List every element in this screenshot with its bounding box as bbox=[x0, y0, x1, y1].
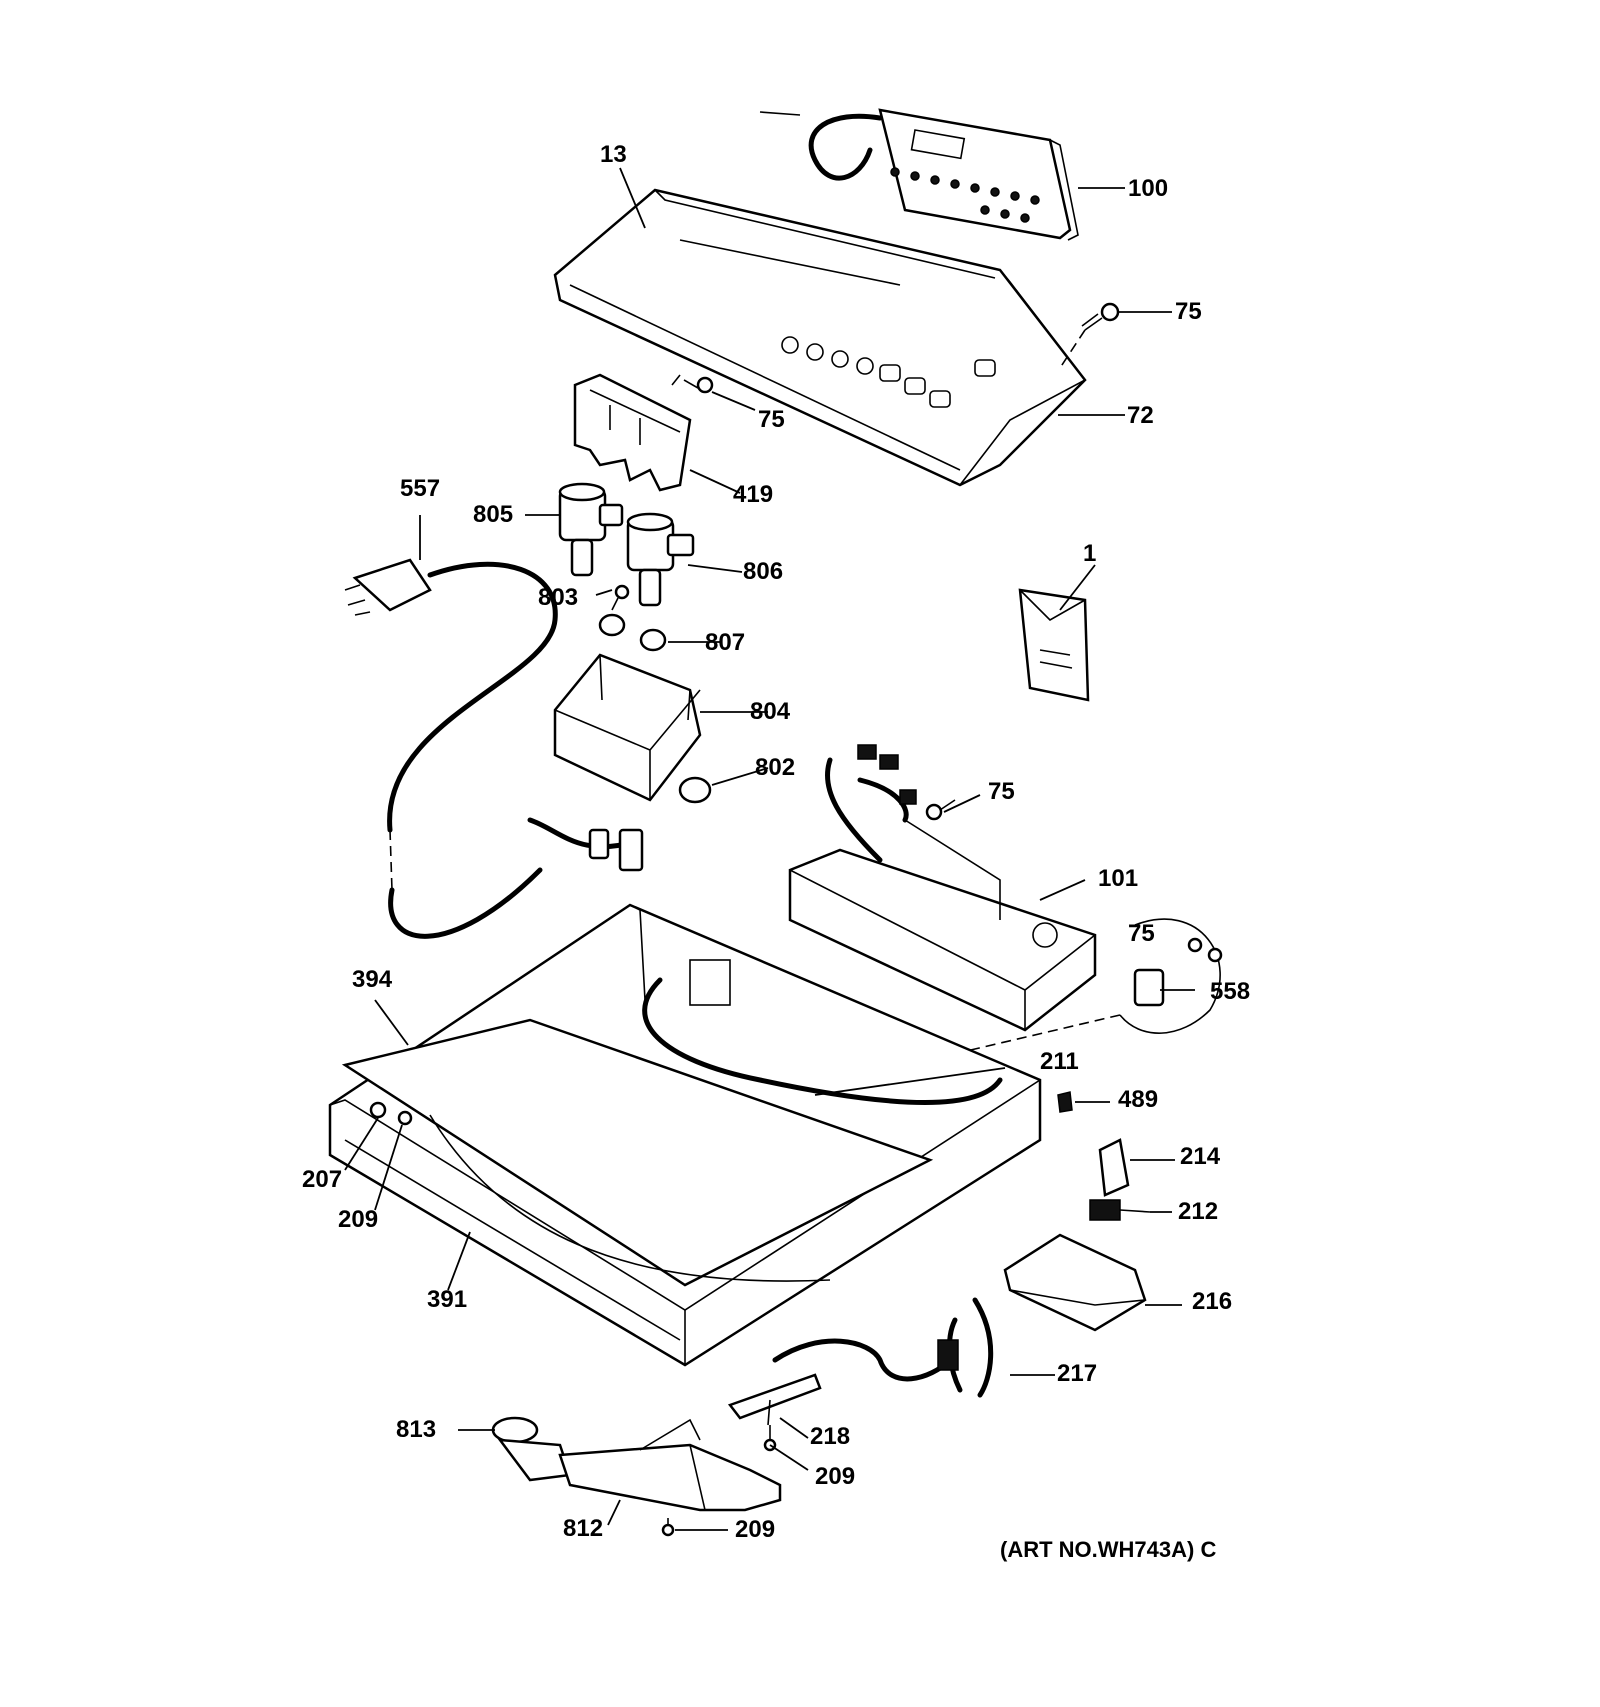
callout-100: 100 bbox=[1128, 175, 1169, 202]
hose-part-812 bbox=[558, 1418, 782, 1512]
callout-216: 216 bbox=[1192, 1288, 1233, 1315]
art-number: (ART NO.WH743A) C bbox=[1000, 1537, 1217, 1562]
sensor-part-218 bbox=[727, 1373, 822, 1426]
screw-part-803 bbox=[611, 584, 630, 611]
callout-75-a: 75 bbox=[758, 406, 785, 433]
callout-75-b: 75 bbox=[988, 778, 1015, 805]
callout-217: 217 bbox=[1057, 1360, 1098, 1387]
literature-part-1 bbox=[1018, 588, 1090, 702]
screw-part-209-a bbox=[369, 1101, 413, 1126]
callout-209-c: 209 bbox=[735, 1516, 776, 1543]
harness-part-217 bbox=[772, 1297, 994, 1398]
bracket-part-214 bbox=[1098, 1138, 1130, 1197]
callout-805: 805 bbox=[473, 501, 514, 528]
leader-lines bbox=[344, 167, 1195, 1531]
dispenser-part-804 bbox=[553, 653, 702, 802]
water-valve-part-805 bbox=[558, 482, 624, 577]
lid-part-394 bbox=[341, 1018, 934, 1287]
switch-part-212 bbox=[1089, 1199, 1151, 1221]
hose-part-813 bbox=[491, 1416, 572, 1482]
wire-harness-left bbox=[527, 817, 644, 872]
screw-part-75-b bbox=[925, 799, 956, 821]
callout-558: 558 bbox=[1210, 978, 1251, 1005]
power-cord-part-557 bbox=[344, 558, 558, 939]
callout-1: 1 bbox=[1083, 540, 1097, 567]
callout-13: 13 bbox=[600, 141, 627, 168]
callout-209-b: 209 bbox=[815, 1463, 856, 1490]
control-board-part-100 bbox=[759, 108, 1079, 241]
callout-813: 813 bbox=[396, 1416, 437, 1443]
callout-218: 218 bbox=[810, 1423, 851, 1450]
callout-101: 101 bbox=[1098, 865, 1139, 892]
callout-72: 72 bbox=[1127, 402, 1154, 429]
callout-803: 803 bbox=[538, 584, 579, 611]
callout-802: 802 bbox=[755, 754, 796, 781]
callout-807: 807 bbox=[705, 629, 746, 656]
fitting-part-807 bbox=[598, 613, 667, 652]
screw-part-209-c bbox=[661, 1518, 675, 1537]
callout-214: 214 bbox=[1180, 1143, 1221, 1170]
callout-557: 557 bbox=[400, 475, 441, 502]
switch-part-489 bbox=[1057, 1091, 1073, 1113]
callout-75-top: 75 bbox=[1175, 298, 1202, 325]
callout-211: 211 bbox=[1040, 1048, 1079, 1075]
callout-207: 207 bbox=[302, 1166, 343, 1193]
callout-75-c: 75 bbox=[1128, 920, 1155, 947]
cover-part-216 bbox=[1003, 1233, 1147, 1332]
callout-812: 812 bbox=[563, 1515, 604, 1542]
callout-419: 419 bbox=[733, 481, 774, 508]
callout-806: 806 bbox=[743, 558, 784, 585]
fitting-part-802 bbox=[678, 776, 712, 804]
console-part-13-72 bbox=[553, 188, 1087, 487]
callout-391: 391 bbox=[427, 1286, 468, 1313]
callout-212: 212 bbox=[1178, 1198, 1219, 1225]
callout-394: 394 bbox=[352, 966, 393, 993]
callout-489: 489 bbox=[1118, 1086, 1159, 1113]
bracket-part-419 bbox=[573, 373, 692, 492]
callout-804: 804 bbox=[750, 698, 791, 725]
screw-part-75-a bbox=[671, 374, 714, 394]
callout-209-a: 209 bbox=[338, 1206, 379, 1233]
water-valve-part-806 bbox=[626, 512, 695, 607]
screw-part-75-top bbox=[1059, 302, 1120, 369]
machine-control-part-101 bbox=[788, 744, 1097, 1032]
